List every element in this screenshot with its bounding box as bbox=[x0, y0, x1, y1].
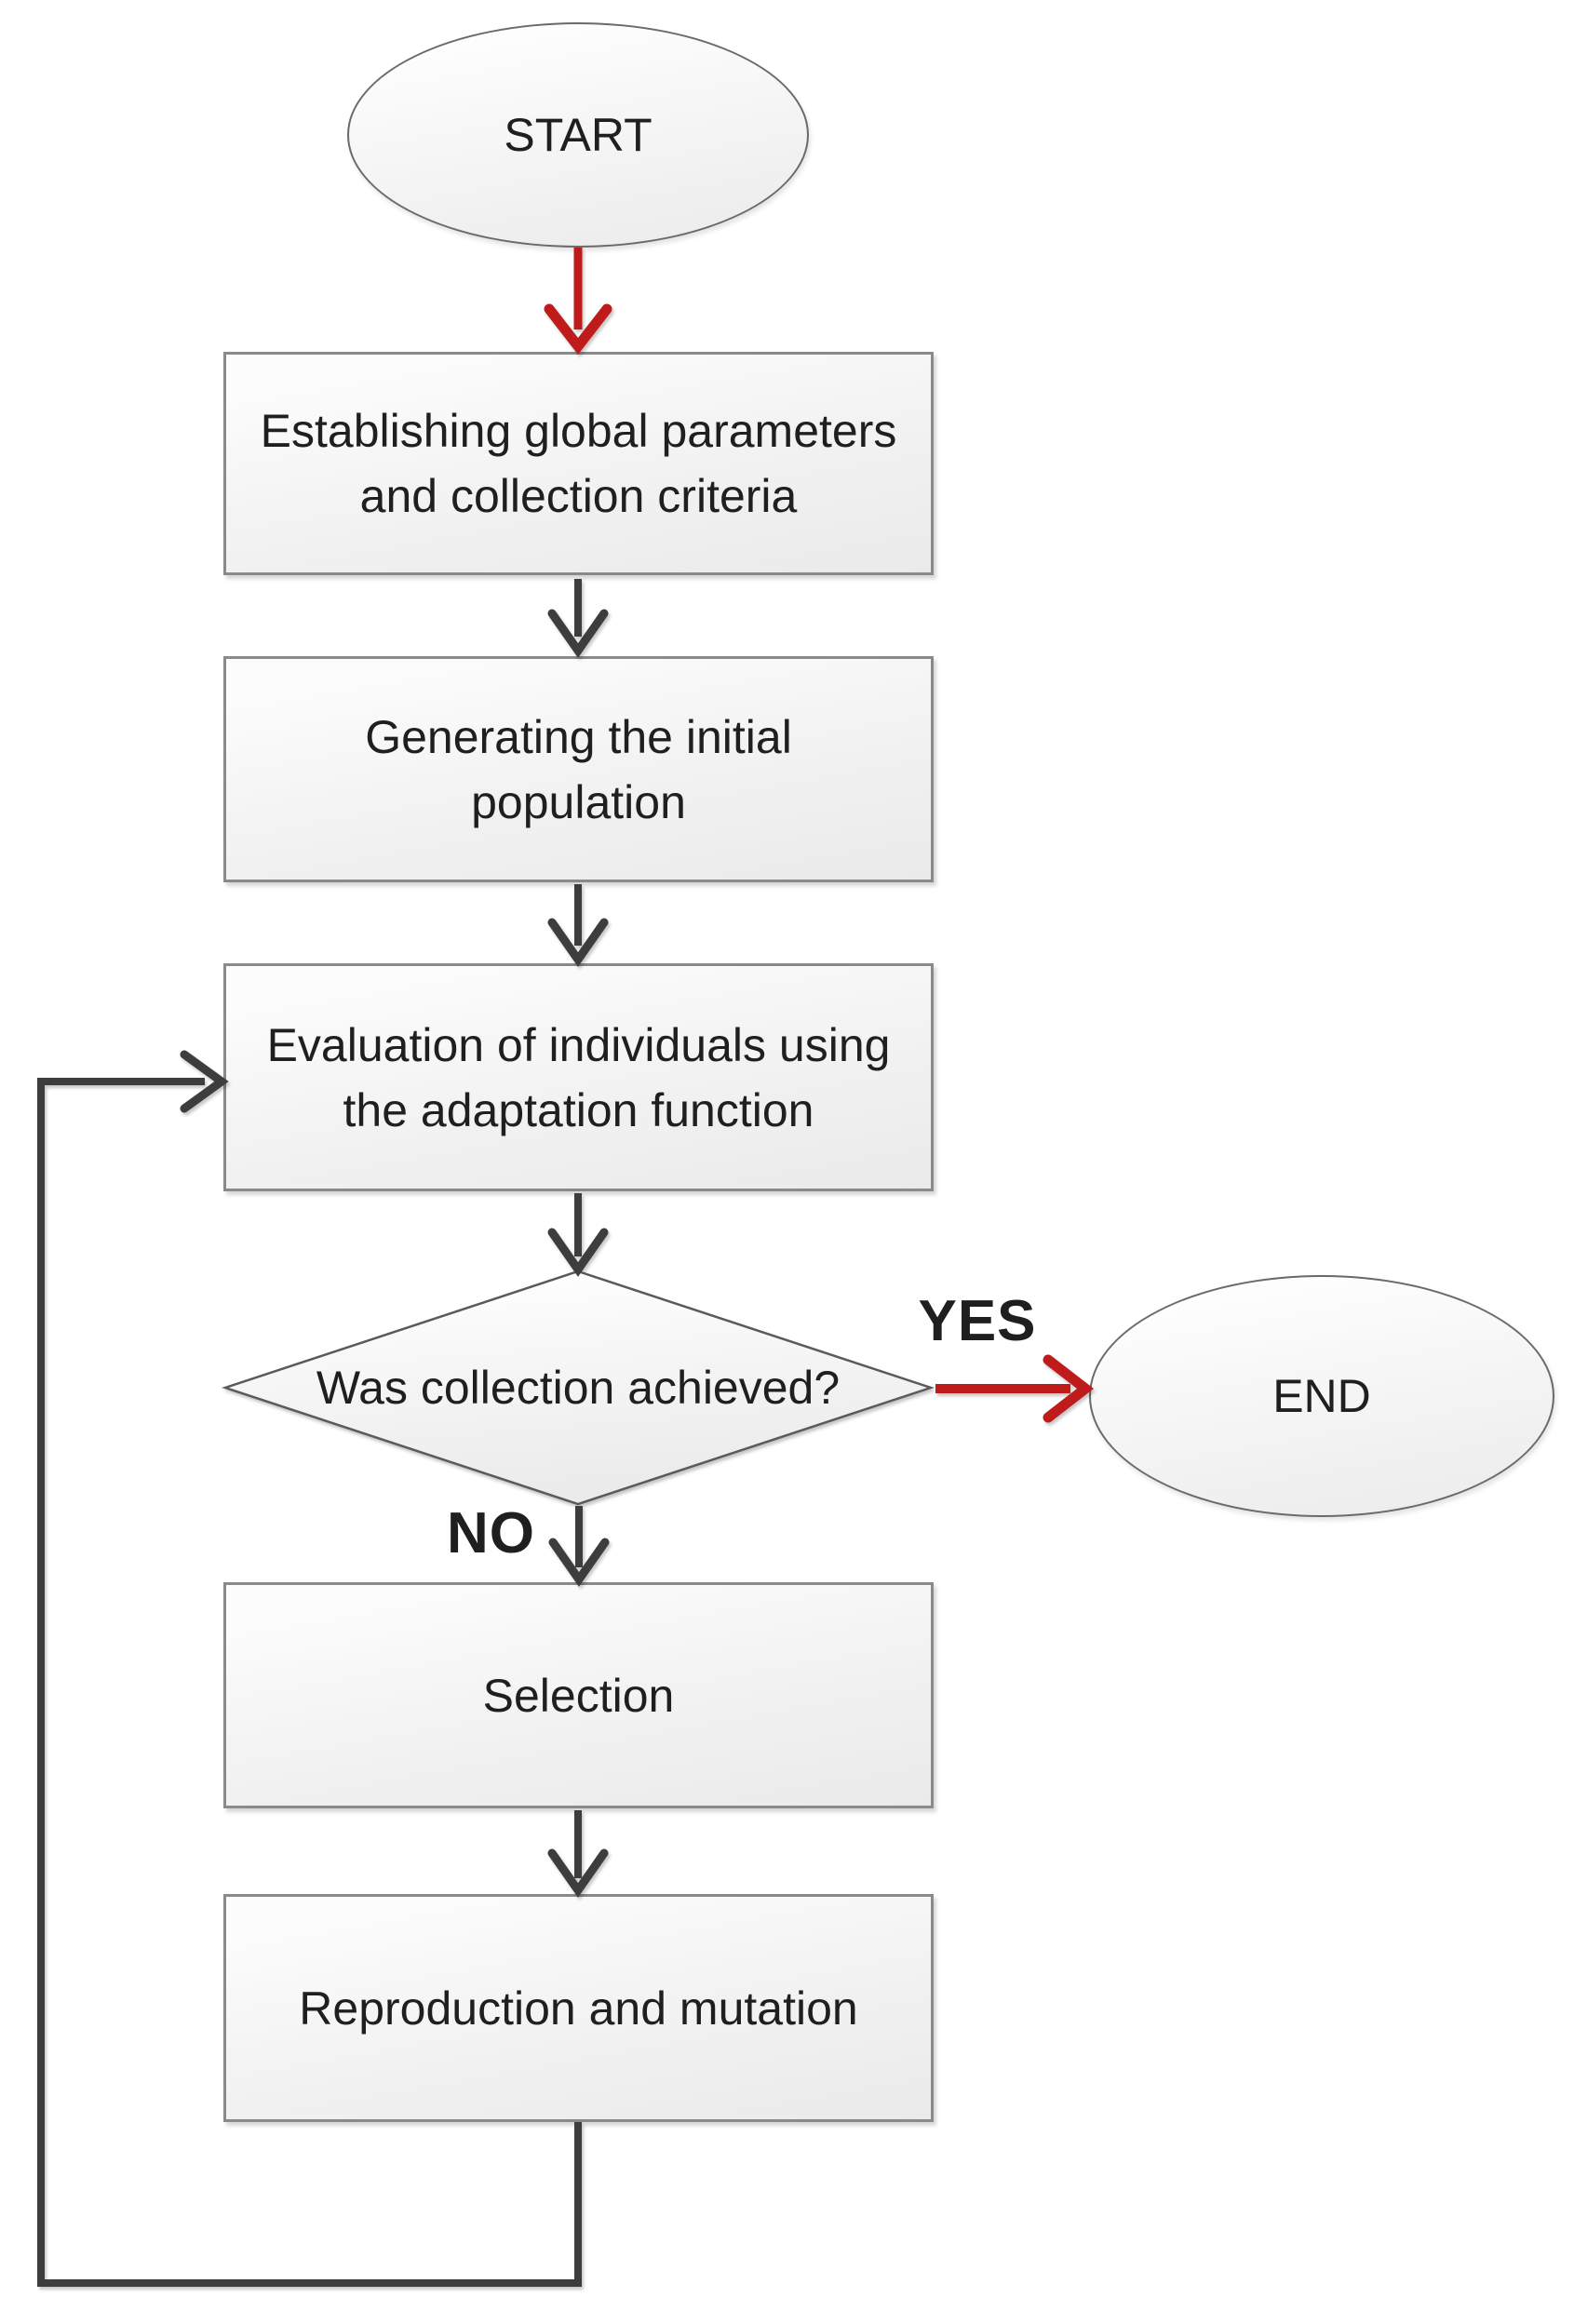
end-node: END bbox=[1089, 1275, 1554, 1517]
evaluate-individuals-node: Evaluation of individuals using the adap… bbox=[223, 963, 934, 1191]
arrow-start-to-establish bbox=[544, 248, 612, 355]
evaluate-individuals-label: Evaluation of individuals using the adap… bbox=[266, 1018, 891, 1136]
establish-parameters-label: Establishing global parameters and colle… bbox=[260, 405, 897, 522]
no-branch-label: NO bbox=[447, 1500, 535, 1565]
establish-parameters-node: Establishing global parameters and colle… bbox=[223, 352, 934, 575]
arrow-generate-to-evaluate bbox=[547, 884, 609, 967]
arrow-no-to-selection bbox=[548, 1506, 610, 1587]
generate-population-node: Generating the initial population bbox=[223, 656, 934, 882]
start-node: START bbox=[347, 22, 809, 248]
reproduction-mutation-label: Reproduction and mutation bbox=[299, 1981, 858, 2035]
end-label: END bbox=[1272, 1370, 1371, 1422]
arrow-yes-to-end bbox=[935, 1354, 1094, 1423]
selection-node: Selection bbox=[223, 1582, 934, 1808]
generate-population-label: Generating the initial population bbox=[365, 710, 792, 828]
reproduction-mutation-node: Reproduction and mutation bbox=[223, 1894, 934, 2122]
arrow-selection-to-reproduction bbox=[547, 1810, 609, 1898]
arrow-evaluate-to-decision bbox=[547, 1193, 609, 1277]
start-label: START bbox=[504, 109, 652, 161]
collection-achieved-label: Was collection achieved? bbox=[316, 1362, 841, 1414]
yes-branch-label: YES bbox=[918, 1288, 1037, 1353]
arrow-establish-to-generate bbox=[547, 579, 609, 658]
selection-label: Selection bbox=[482, 1669, 675, 1722]
